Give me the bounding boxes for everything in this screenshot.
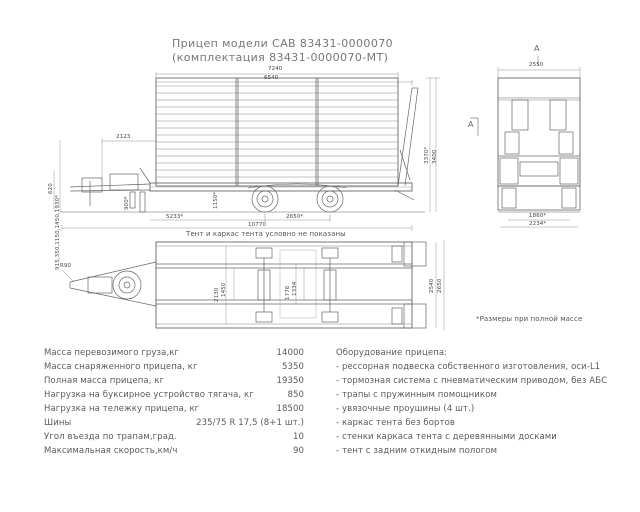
cargo-box <box>155 77 399 187</box>
top-dimensions <box>61 240 445 330</box>
spec-value: 19350 <box>276 376 304 386</box>
dim-front-overhang: 2123 <box>116 134 131 140</box>
equipment-heading: Оборудование прицепа: <box>336 348 448 358</box>
rear-dimensions <box>497 67 581 228</box>
equipment-item: - трапы с пружинным помощником <box>336 390 497 400</box>
section-marker-a-label: A <box>468 120 474 129</box>
dim-height-1: 3370* <box>424 146 430 164</box>
dim-top-outer-w2: 2650 <box>437 278 443 293</box>
dim-top-inner-w2: 1450 <box>221 282 227 297</box>
dim-rear-track: 1860* <box>529 213 547 219</box>
dim-top-outer-w1: 2540 <box>429 278 435 293</box>
spec-label: Максимальная скорость,км/ч <box>44 446 178 456</box>
dim-drawbar-height: 1150* <box>213 191 219 209</box>
equipment-item: - рессорная подвеска собственного изгото… <box>336 362 601 372</box>
spec-label: Шины <box>44 418 72 428</box>
spec-value: 14000 <box>276 348 304 358</box>
box-slats <box>156 85 398 178</box>
equipment-item: - увязочные проушины (4 шт.) <box>336 404 475 414</box>
dim-top-center-w1: 1776 <box>285 285 291 300</box>
top-platform <box>155 241 413 329</box>
dim-left-small: 620 <box>48 183 54 194</box>
side-view <box>53 72 479 231</box>
section-marker-a <box>470 117 479 136</box>
top-view <box>61 240 445 330</box>
rear-view-label: A <box>534 44 540 53</box>
drawing-title-line2: (комплектация 83431-0000070-МТ) <box>172 51 389 64</box>
box-posts <box>235 78 319 186</box>
side-wheel-rear <box>316 185 344 213</box>
equipment-item: - стенки каркаса тента с деревянными дос… <box>336 432 557 442</box>
side-wheel-front <box>251 185 279 213</box>
spec-label: Нагрузка на тележку прицепа, кг <box>44 404 200 414</box>
dim-wheelbase: 2650* <box>286 214 304 220</box>
equipment-item: - каркас тента без бортов <box>336 418 456 428</box>
spec-label: Полная масса прицепа, кг <box>44 376 165 386</box>
dim-mid-small: 900* <box>124 196 130 210</box>
spec-label: Угол въезда по трапам,град. <box>44 432 177 442</box>
spec-label: Масса снаряженного прицепа, кг <box>44 362 198 372</box>
dim-height-2: 3400 <box>432 149 438 164</box>
side-dimensions <box>53 72 440 231</box>
dim-top-center-w2: 1334 <box>292 281 298 296</box>
spec-value: 90 <box>292 446 304 456</box>
top-axle-rear <box>321 247 339 323</box>
dim-top-inner-w1: 2130 <box>214 287 220 302</box>
top-axle-front <box>255 247 273 323</box>
spec-value: 235/75 R 17,5 (8+1 шт.) <box>196 418 304 428</box>
top-spare-wheel <box>112 270 142 300</box>
spec-value: 5350 <box>281 362 304 372</box>
spec-value: 10 <box>292 432 304 442</box>
dim-total-length: 10770 <box>248 222 266 228</box>
rear-view <box>497 56 581 228</box>
dim-body-length: 6540 <box>264 75 279 81</box>
spec-value: 850 <box>287 390 304 400</box>
dim-overall-length: 7240 <box>268 66 283 72</box>
spec-value: 18500 <box>276 404 304 414</box>
dim-rear-outer: 2234* <box>529 221 547 227</box>
spec-label: Нагрузка на буксирное устройство тягача,… <box>44 390 254 400</box>
spec-label: Масса перевозимого груза,кг <box>44 348 180 358</box>
drawing-title-line1: Прицеп модели САВ 83431-0000070 <box>172 37 394 50</box>
equipment-item: - тент с задним откидным пологом <box>336 446 498 456</box>
equipment-item: - тормозная система с пневматическим при… <box>336 376 608 386</box>
top-view-note: *Размеры при полной массе <box>476 315 583 323</box>
drawbar <box>69 167 151 213</box>
rear-ramp <box>394 87 419 201</box>
dim-rear-top-width: 2550 <box>529 62 544 68</box>
side-view-caption: Тент и каркас тента условно не показаны <box>186 230 346 238</box>
dim-wheel-pos: 5233* <box>166 214 184 220</box>
dim-top-angle: R90 <box>60 263 72 269</box>
dim-left-stack: 915,350,1150,1450,1930* <box>55 194 61 270</box>
